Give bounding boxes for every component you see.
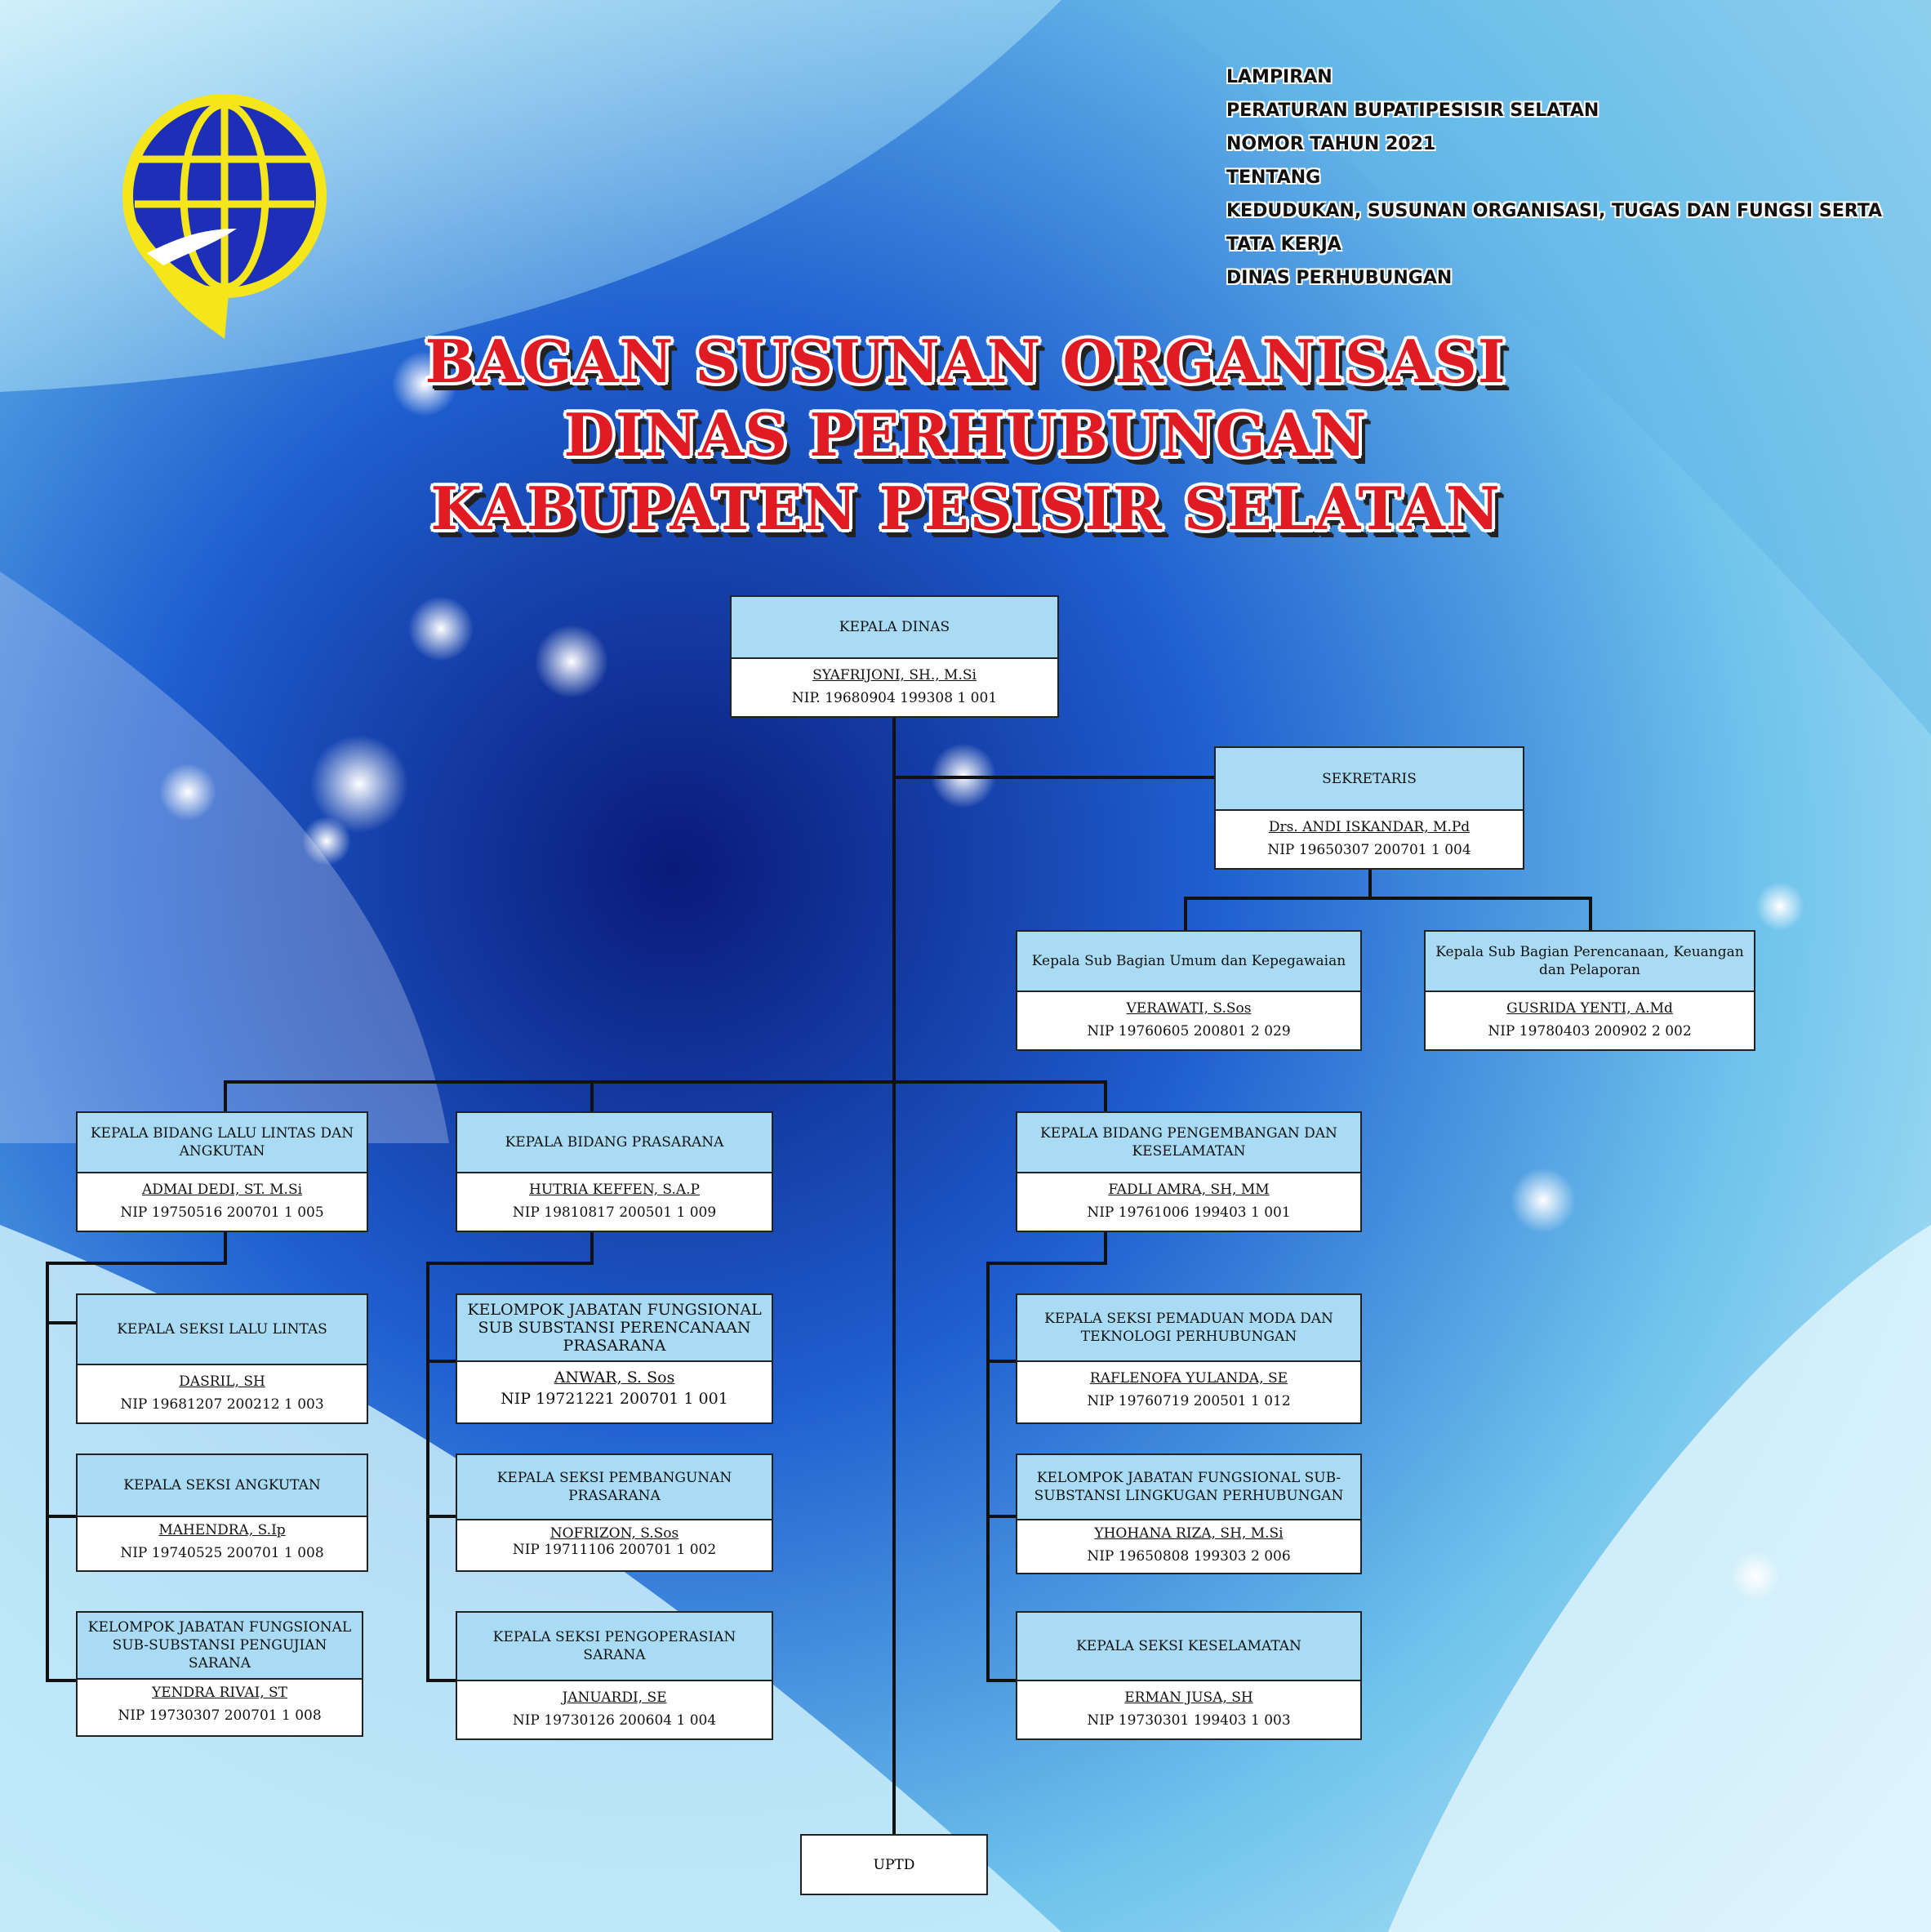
jf-lingkungan-title: KELOMPOK JABATAN FUNGSIONAL SUB-SUBSTANS…: [1017, 1455, 1360, 1520]
seksi-keselamatan-box: KEPALA SEKSI KESELAMATAN ERMAN JUSA, SH …: [1016, 1611, 1362, 1740]
jf-perencanaan-title: KELOMPOK JABATAN FUNGSIONAL SUB SUBSTANS…: [457, 1295, 772, 1362]
sub-perencanaan-title: Kepala Sub Bagian Perencanaan, Keuangan …: [1426, 932, 1754, 992]
bidang-lalin-nip: NIP 19750516 200701 1 005: [120, 1204, 324, 1221]
sub-umum-name: VERAWATI, S.Sos: [1126, 1000, 1252, 1017]
seksi-lalin-title: KEPALA SEKSI LALU LINTAS: [78, 1295, 367, 1365]
jf-lingkungan-name: YHOHANA RIZA, SH, M.Si: [1094, 1525, 1284, 1542]
bidang-prasarana-box: KEPALA BIDANG PRASARANA HUTRIA KEFFEN, S…: [456, 1111, 773, 1232]
bidang-pengembangan-box: KEPALA BIDANG PENGEMBANGAN DAN KESELAMAT…: [1016, 1111, 1362, 1232]
seksi-pemaduan-box: KEPALA SEKSI PEMADUAN MODA DAN TEKNOLOGI…: [1016, 1293, 1362, 1424]
seksi-pembangunan-title: KEPALA SEKSI PEMBANGUNAN PRASARANA: [457, 1455, 772, 1520]
dishub-logo: [122, 94, 327, 339]
seksi-pembangunan-name: NOFRIZON, S.Sos: [549, 1525, 679, 1542]
header-block: LAMPIRAN PERATURAN BUPATIPESISIR SELATAN…: [1226, 60, 1920, 295]
kepala-dinas-nip: NIP. 19680904 199308 1 001: [791, 690, 998, 706]
jf-pengujian-name: YENDRA RIVAI, ST: [151, 1685, 288, 1701]
seksi-lalin-box: KEPALA SEKSI LALU LINTAS DASRIL, SH NIP …: [76, 1293, 368, 1424]
bidang-prasarana-title: KEPALA BIDANG PRASARANA: [457, 1113, 772, 1173]
sub-perencanaan-name: GUSRIDA YENTI, A.Md: [1506, 1000, 1673, 1017]
sub-perencanaan-nip: NIP 19780403 200902 2 002: [1488, 1023, 1692, 1039]
bidang-lalin-title: KEPALA BIDANG LALU LINTAS DAN ANGKUTAN: [78, 1113, 367, 1173]
header-line: LAMPIRAN: [1226, 67, 1333, 87]
header-line: PERATURAN BUPATIPESISIR SELATAN: [1226, 100, 1600, 121]
seksi-lalin-name: DASRIL, SH: [179, 1373, 265, 1390]
sekretaris-title: SEKRETARIS: [1216, 748, 1523, 811]
jf-perencanaan-box: KELOMPOK JABATAN FUNGSIONAL SUB SUBSTANS…: [456, 1293, 773, 1424]
seksi-angkutan-box: KEPALA SEKSI ANGKUTAN MAHENDRA, S.Ip NIP…: [76, 1453, 368, 1572]
seksi-lalin-nip: NIP 19681207 200212 1 003: [120, 1396, 324, 1413]
seksi-keselamatan-title: KEPALA SEKSI KESELAMATAN: [1017, 1613, 1360, 1681]
jf-pengujian-box: KELOMPOK JABATAN FUNGSIONAL SUB-SUBSTANS…: [76, 1611, 363, 1737]
sekretaris-name: Drs. ANDI ISKANDAR, M.Pd: [1268, 819, 1470, 835]
sekretaris-box: SEKRETARIS Drs. ANDI ISKANDAR, M.Pd NIP …: [1214, 746, 1524, 870]
bidang-lalin-box: KEPALA BIDANG LALU LINTAS DAN ANGKUTAN A…: [76, 1111, 368, 1232]
title-line-2: DINAS PERHUBUNGAN: [563, 400, 1368, 470]
seksi-pengoperasian-name: JANUARDI, SE: [562, 1689, 667, 1706]
header-line: KEDUDUKAN, SUSUNAN ORGANISASI, TUGAS DAN…: [1226, 201, 1883, 255]
bidang-prasarana-nip: NIP 19810817 200501 1 009: [512, 1204, 717, 1221]
bidang-pengembangan-title: KEPALA BIDANG PENGEMBANGAN DAN KESELAMAT…: [1017, 1113, 1360, 1173]
sub-perencanaan-box: Kepala Sub Bagian Perencanaan, Keuangan …: [1424, 930, 1755, 1051]
kepala-dinas-box: KEPALA DINAS SYAFRIJONI, SH., M.Si NIP. …: [730, 595, 1059, 718]
header-line: TENTANG: [1226, 167, 1321, 188]
kepala-dinas-name: SYAFRIJONI, SH., M.Si: [812, 667, 977, 683]
sub-umum-box: Kepala Sub Bagian Umum dan Kepegawaian V…: [1016, 930, 1362, 1051]
seksi-pembangunan-nip: NIP 19711106 200701 1 002: [512, 1542, 717, 1558]
jf-lingkungan-box: KELOMPOK JABATAN FUNGSIONAL SUB-SUBSTANS…: [1016, 1453, 1362, 1574]
sub-umum-title: Kepala Sub Bagian Umum dan Kepegawaian: [1017, 932, 1360, 992]
seksi-pemaduan-name: RAFLENOFA YULANDA, SE: [1089, 1370, 1288, 1387]
bidang-pengembangan-nip: NIP 19761006 199403 1 001: [1087, 1204, 1291, 1221]
sekretaris-nip: NIP 19650307 200701 1 004: [1267, 842, 1471, 858]
seksi-pengoperasian-nip: NIP 19730126 200604 1 004: [512, 1712, 717, 1729]
seksi-angkutan-title: KEPALA SEKSI ANGKUTAN: [78, 1455, 367, 1517]
uptd-box: UPTD: [800, 1834, 988, 1895]
seksi-angkutan-name: MAHENDRA, S.Ip: [158, 1522, 286, 1538]
bidang-lalin-name: ADMAI DEDI, ST. M.Si: [141, 1182, 303, 1198]
bidang-pengembangan-name: FADLI AMRA, SH, MM: [1108, 1182, 1270, 1198]
jf-perencanaan-name: ANWAR, S. Sos: [554, 1369, 675, 1387]
seksi-pembangunan-box: KEPALA SEKSI PEMBANGUNAN PRASARANA NOFRI…: [456, 1453, 773, 1572]
kepala-dinas-title: KEPALA DINAS: [732, 597, 1057, 659]
seksi-pemaduan-title: KEPALA SEKSI PEMADUAN MODA DAN TEKNOLOGI…: [1017, 1295, 1360, 1362]
seksi-pemaduan-nip: NIP 19760719 200501 1 012: [1087, 1393, 1291, 1409]
seksi-keselamatan-nip: NIP 19730301 199403 1 003: [1087, 1712, 1291, 1729]
jf-pengujian-title: KELOMPOK JABATAN FUNGSIONAL SUB-SUBSTANS…: [78, 1613, 362, 1680]
header-line: DINAS PERHUBUNGAN: [1226, 268, 1453, 288]
seksi-pengoperasian-title: KEPALA SEKSI PENGOPERASIAN SARANA: [457, 1613, 772, 1681]
sub-umum-nip: NIP 19760605 200801 2 029: [1087, 1023, 1291, 1039]
title-line-3: KABUPATEN PESISIR SELATAN: [430, 474, 1501, 543]
jf-lingkungan-nip: NIP 19650808 199303 2 006: [1087, 1548, 1291, 1565]
bidang-prasarana-name: HUTRIA KEFFEN, S.A.P: [529, 1182, 700, 1198]
seksi-pengoperasian-box: KEPALA SEKSI PENGOPERASIAN SARANA JANUAR…: [456, 1611, 773, 1740]
seksi-angkutan-nip: NIP 19740525 200701 1 008: [120, 1545, 324, 1561]
seksi-keselamatan-name: ERMAN JUSA, SH: [1124, 1689, 1253, 1706]
header-line: NOMOR TAHUN 2021: [1226, 134, 1436, 154]
jf-pengujian-nip: NIP 19730307 200701 1 008: [118, 1707, 322, 1724]
title-line-1: BAGAN SUSUNAN ORGANISASI: [425, 327, 1506, 396]
jf-perencanaan-nip: NIP 19721221 200701 1 001: [501, 1390, 728, 1408]
